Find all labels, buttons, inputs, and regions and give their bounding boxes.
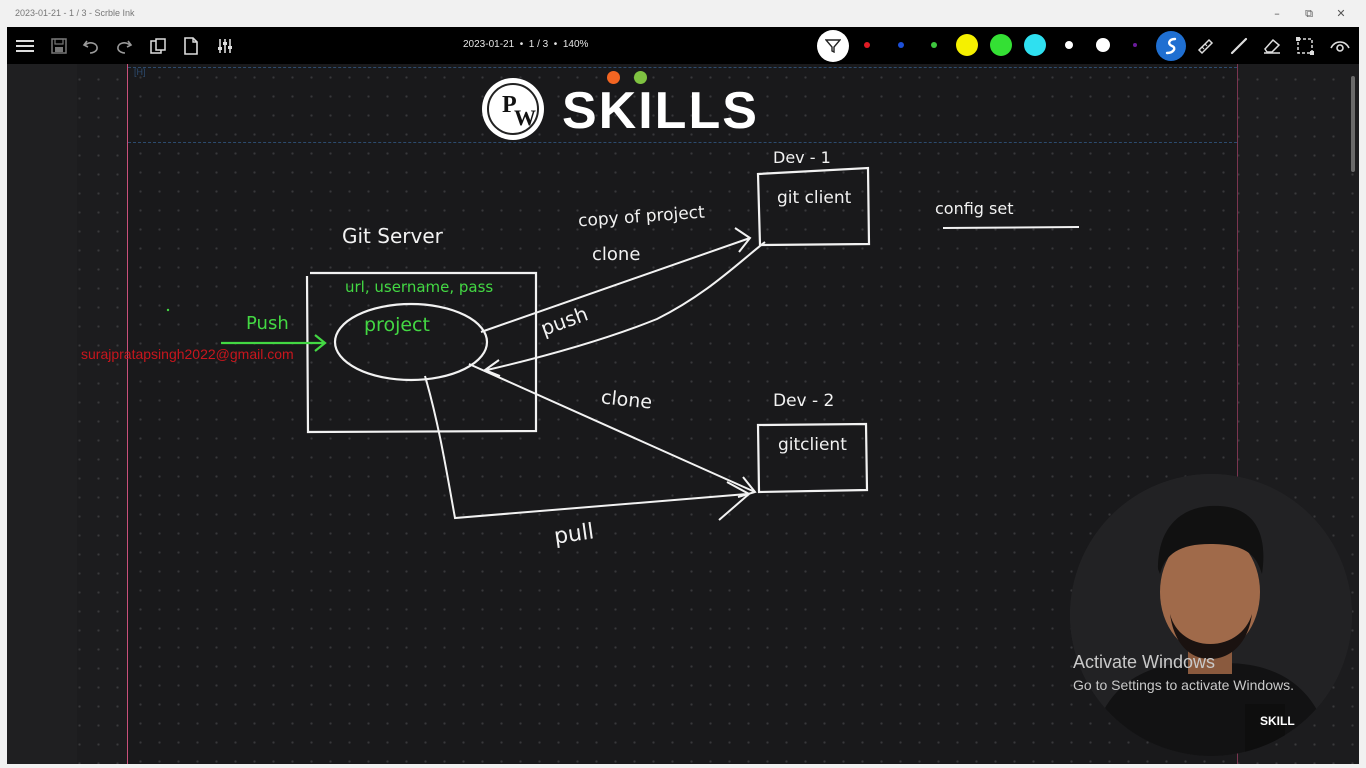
color-yellow-swatch[interactable] <box>956 34 978 56</box>
close-button[interactable]: ✕ <box>1336 7 1346 20</box>
push-left-label: Push <box>246 313 289 334</box>
project-label: project <box>364 314 430 336</box>
pen-tool-button[interactable] <box>1154 27 1188 64</box>
activate-windows-notice: Activate Windows Go to Settings to activ… <box>1073 652 1294 693</box>
title-bar: 2023-01-21 - 1 / 3 - Scrble Ink – ⧉ ✕ <box>0 0 1366 27</box>
color-blue-swatch[interactable] <box>898 42 904 48</box>
clone-arrow-dev2 <box>468 363 757 498</box>
page[interactable] <box>127 64 1237 764</box>
dev1-box <box>756 166 871 247</box>
presenter-silhouette <box>1070 474 1352 756</box>
window-title: 2023-01-21 - 1 / 3 - Scrble Ink <box>15 8 135 18</box>
pen-color-white-button[interactable] <box>815 27 851 64</box>
dev2-box <box>756 422 869 494</box>
color-purple-swatch[interactable] <box>1133 43 1137 47</box>
color-white-medium-swatch[interactable] <box>1096 38 1110 52</box>
color-green-small-swatch[interactable] <box>931 42 937 48</box>
page-left-margin-line <box>127 64 128 764</box>
dev2-label: Dev - 2 <box>773 391 835 411</box>
activate-title: Activate Windows <box>1073 652 1216 672</box>
undo-icon[interactable] <box>77 27 105 64</box>
push-arrow <box>221 334 327 352</box>
logo-orange-dot <box>607 71 620 84</box>
push-arrow-dev1 <box>482 241 766 377</box>
line-icon[interactable] <box>1224 27 1254 64</box>
canvas[interactable]: [H] P W SKILLS Git Server url <box>7 64 1359 764</box>
clone-arrow-dev1 <box>480 227 752 333</box>
restore-button[interactable]: ⧉ <box>1305 7 1313 20</box>
logo-p: P <box>502 92 517 118</box>
pull-arrow <box>424 375 751 521</box>
ruler-icon[interactable] <box>1190 27 1220 64</box>
selection-icon[interactable] <box>1290 27 1320 64</box>
git-server-label: Git Server <box>342 224 443 248</box>
gitclient2-label: gitclient <box>778 435 847 455</box>
header-bottom-rule <box>128 142 1237 143</box>
vertical-scrollbar[interactable] <box>1351 76 1355 172</box>
webcam-overlay: SKILL <box>1070 474 1352 756</box>
skills-logo-text: SKILLS <box>562 82 759 140</box>
color-white-small-swatch[interactable] <box>1065 41 1073 49</box>
header-top-rule <box>128 67 1237 68</box>
page-right-margin-line <box>1237 64 1238 764</box>
menu-icon[interactable] <box>11 27 39 64</box>
config-underline <box>942 226 1080 229</box>
sliders-icon[interactable] <box>211 27 239 64</box>
logo-green-dot <box>634 71 647 84</box>
clone1-label: clone <box>592 244 641 265</box>
color-cyan-swatch[interactable] <box>1024 34 1046 56</box>
page-icon[interactable] <box>177 27 205 64</box>
webcam-skill-badge: SKILL <box>1260 714 1295 728</box>
toolbar: 2023-01-21 • 1 / 3 • 140% <box>7 27 1359 64</box>
activate-subtitle: Go to Settings to activate Windows. <box>1073 677 1294 693</box>
color-green-swatch[interactable] <box>990 34 1012 56</box>
eraser-icon[interactable] <box>1257 27 1287 64</box>
save-icon[interactable] <box>45 27 73 64</box>
sketch-strokes <box>166 166 1080 521</box>
dev1-label: Dev - 1 <box>773 148 831 167</box>
project-ellipse <box>333 302 489 382</box>
header-mark: [H] <box>134 67 146 77</box>
clipboard-icon[interactable] <box>144 27 172 64</box>
email-watermark: surajpratapsingh2022@gmail.com <box>81 346 294 362</box>
minimize-button[interactable]: – <box>1274 7 1280 20</box>
document-info: 2023-01-21 • 1 / 3 • 140% <box>463 39 589 50</box>
view-icon[interactable] <box>1325 27 1355 64</box>
pw-logo: P W <box>482 78 544 140</box>
pen-icon <box>1165 37 1177 54</box>
logo-w: W <box>514 105 536 130</box>
canvas-gutter <box>7 64 77 764</box>
color-red-swatch[interactable] <box>864 42 870 48</box>
config-set-label: config set <box>935 199 1014 218</box>
redo-icon[interactable] <box>110 27 138 64</box>
gitclient1-label: git client <box>777 188 852 208</box>
git-server-box <box>305 271 538 434</box>
credentials-label: url, username, pass <box>345 278 494 296</box>
funnel-icon <box>825 38 841 53</box>
